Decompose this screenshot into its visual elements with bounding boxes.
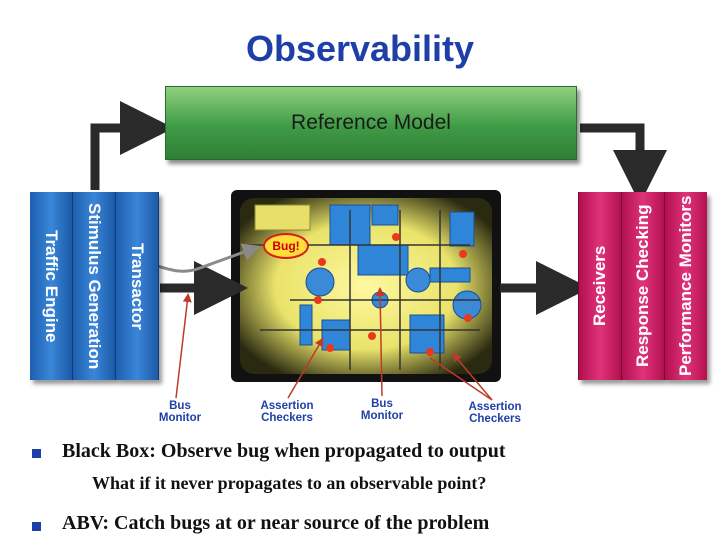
performance-monitors-label: Performance Monitors (676, 195, 695, 377)
performance-monitors-column: Performance Monitors (664, 192, 707, 380)
dut-chip (231, 190, 501, 382)
response-checking-label: Response Checking (633, 204, 652, 368)
leader-assertion-2b (429, 357, 493, 401)
bullet-marker-1 (32, 449, 41, 458)
traffic-engine-label: Traffic Engine (42, 229, 61, 343)
bullet-marker-2 (32, 522, 41, 531)
leader-assertion-1 (287, 337, 324, 399)
callout-assertion-checkers-1: Assertion Checkers (260, 400, 314, 424)
callout-bus-monitor-2: Bus Monitor (360, 398, 404, 422)
traffic-engine-column: Traffic Engine (30, 192, 73, 380)
stimulus-generation-column: Stimulus Generation (73, 192, 116, 380)
transactor-column: Transactor (116, 192, 159, 380)
transactor-label: Transactor (128, 242, 147, 330)
receivers-column: Receivers (578, 192, 621, 380)
loop-arrow-right (580, 123, 667, 204)
receivers-label: Receivers (590, 245, 609, 327)
loop-arrow-left (90, 101, 174, 190)
response-checking-column: Response Checking (621, 192, 664, 380)
leader-bus-monitor-2 (375, 287, 385, 397)
bullet-black-box-sub: What if it never propagates to an observ… (92, 473, 487, 493)
leader-bus-monitor-1 (175, 293, 192, 399)
bug-badge: Bug! (263, 233, 309, 259)
page-title: Observability (245, 28, 475, 69)
leader-assertion-2 (452, 352, 493, 401)
bullet-abv: ABV: Catch bugs at or near source of the… (62, 512, 490, 534)
callout-bus-monitor-1: Bus Monitor (158, 400, 202, 424)
bullet-black-box: Black Box: Observe bug when propagated t… (62, 440, 506, 462)
callout-assertion-checkers-2: Assertion Checkers (468, 401, 522, 425)
stimulus-generation-label: Stimulus Generation (85, 202, 104, 370)
reference-model-label: Reference Model (291, 111, 451, 134)
reference-model-block: Reference Model (165, 86, 577, 160)
